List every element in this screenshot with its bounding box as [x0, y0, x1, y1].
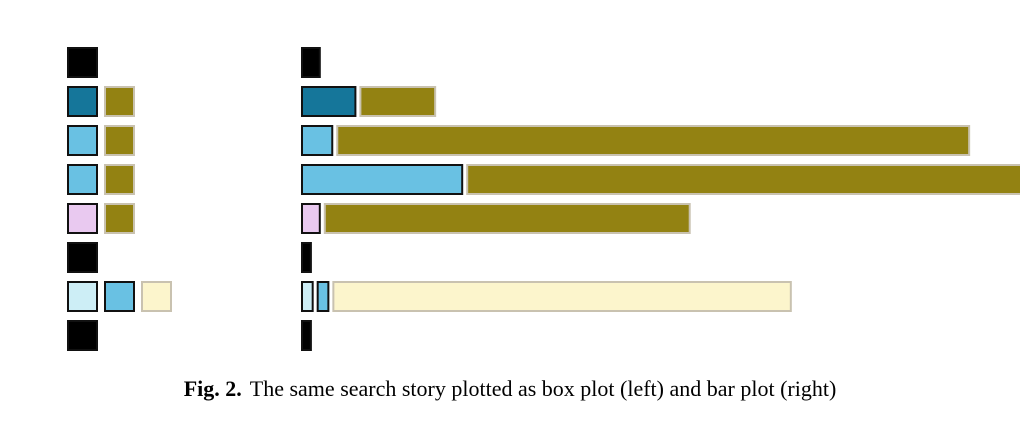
box-4-1 [104, 203, 135, 234]
bar-2-1 [336, 125, 971, 156]
box-7-0 [67, 320, 98, 351]
bar-6-1 [316, 281, 330, 312]
box-3-0 [67, 164, 98, 195]
box-2-1 [104, 125, 135, 156]
bar-6-0 [301, 281, 314, 312]
bar-0-0 [301, 47, 321, 78]
bar-6-2 [332, 281, 792, 312]
bar-5-0 [301, 242, 312, 273]
box-5-0 [67, 242, 98, 273]
box-6-0 [67, 281, 98, 312]
bar-3-1 [466, 164, 1020, 195]
bar-4-1 [323, 203, 691, 234]
box-6-2 [141, 281, 172, 312]
box-0-0 [67, 47, 98, 78]
caption-label: Fig. 2. [183, 376, 242, 401]
bar-2-0 [301, 125, 334, 156]
bar-3-0 [301, 164, 464, 195]
box-1-1 [104, 86, 135, 117]
bar-4-0 [301, 203, 321, 234]
search-story-plots [67, 47, 1020, 351]
box-1-0 [67, 86, 98, 117]
caption-text: The same search story plotted as box plo… [249, 376, 837, 401]
bar-1-1 [359, 86, 437, 117]
box-2-0 [67, 125, 98, 156]
box-6-1 [104, 281, 135, 312]
figure-caption: Fig. 2. The same search story plotted as … [0, 376, 1020, 402]
box-4-0 [67, 203, 98, 234]
bar-1-0 [301, 86, 357, 117]
bar-7-0 [301, 320, 312, 351]
box-3-1 [104, 164, 135, 195]
